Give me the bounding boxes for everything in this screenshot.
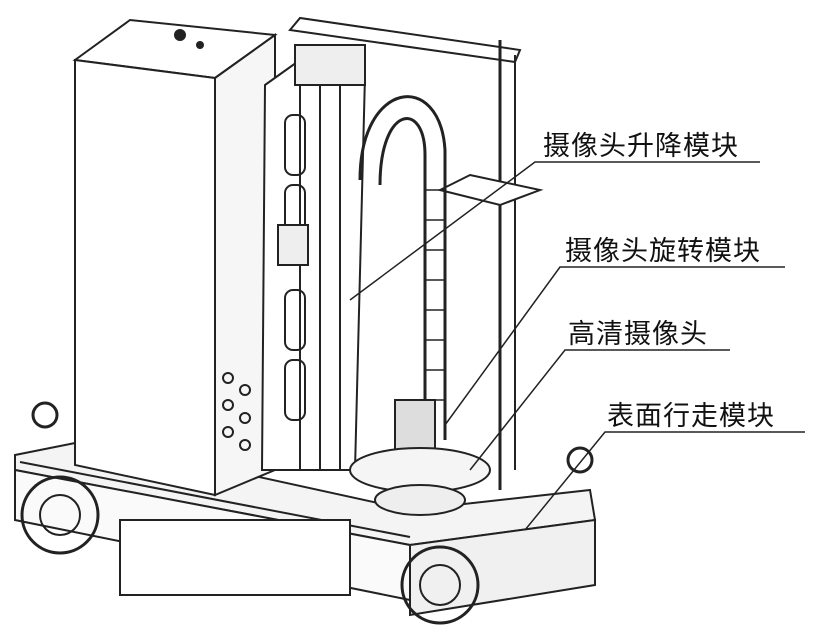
top-rail bbox=[288, 16, 544, 490]
leader-line-rotate bbox=[444, 266, 785, 426]
leader-line-lift bbox=[349, 161, 760, 301]
control-cabinet bbox=[72, 18, 278, 497]
label-camera-lift-module: 摄像头升降模块 bbox=[543, 131, 739, 162]
label-hd-camera: 高清摄像头 bbox=[568, 319, 708, 350]
drag-chain bbox=[358, 95, 447, 440]
camera-assembly bbox=[349, 399, 491, 516]
leader-line-camera bbox=[469, 349, 730, 471]
label-camera-rotate-module: 摄像头旋转模块 bbox=[565, 236, 761, 267]
leader-line-walking bbox=[524, 431, 805, 531]
leader-lines bbox=[349, 161, 805, 531]
panel-buttons bbox=[222, 372, 251, 451]
wheels bbox=[20, 401, 594, 625]
label-surface-walking-module: 表面行走模块 bbox=[607, 401, 775, 432]
lift-column bbox=[260, 44, 367, 471]
